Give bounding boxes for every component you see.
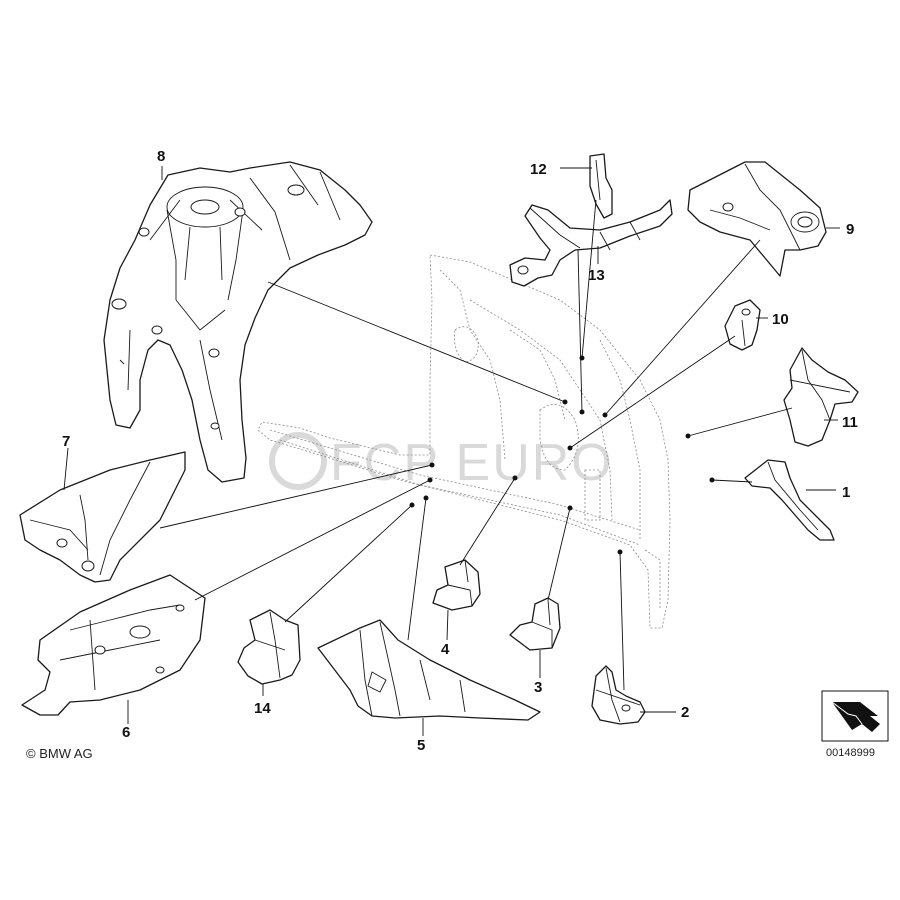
watermark-text: FCP EURO bbox=[330, 434, 614, 492]
part-11-bracket bbox=[783, 347, 859, 447]
part-2-bracket bbox=[591, 665, 646, 725]
part-3-bracket bbox=[509, 597, 561, 651]
copyright-label: © BMW AG bbox=[26, 746, 93, 761]
callout-14: 14 bbox=[254, 700, 271, 717]
callouts: 8 7 6 14 5 4 3 2 1 11 10 9 12 13 bbox=[62, 148, 858, 754]
callout-6: 6 bbox=[122, 724, 130, 741]
part-8-strut-tower bbox=[103, 161, 373, 483]
callout-5: 5 bbox=[417, 737, 425, 754]
callout-4: 4 bbox=[441, 641, 450, 658]
callout-12: 12 bbox=[530, 161, 547, 178]
callout-13: 13 bbox=[588, 267, 605, 284]
callout-7: 7 bbox=[62, 433, 70, 450]
part-4-bracket bbox=[432, 559, 481, 611]
part-1-bracket bbox=[744, 459, 835, 541]
part-6-panel bbox=[21, 574, 206, 716]
part-9-panel bbox=[687, 161, 827, 277]
watermark: FCP EURO bbox=[269, 432, 614, 492]
part-7-panel bbox=[19, 451, 186, 583]
body-frame bbox=[257, 254, 671, 629]
orientation-arrow-icon bbox=[821, 690, 889, 742]
diagram-number: 00148999 bbox=[826, 747, 875, 759]
callout-1: 1 bbox=[842, 484, 850, 501]
part-14-bracket bbox=[237, 609, 301, 685]
callout-2: 2 bbox=[681, 704, 689, 721]
callout-3: 3 bbox=[534, 679, 542, 696]
part-5-rail bbox=[317, 619, 541, 721]
part-10-bracket bbox=[724, 299, 761, 351]
part-12-bracket bbox=[589, 153, 613, 219]
leader-lines bbox=[63, 166, 840, 736]
callout-11: 11 bbox=[842, 414, 858, 431]
callout-10: 10 bbox=[772, 311, 789, 328]
callout-9: 9 bbox=[846, 221, 854, 238]
part-13-bracket bbox=[509, 199, 673, 287]
callout-8: 8 bbox=[157, 148, 165, 165]
